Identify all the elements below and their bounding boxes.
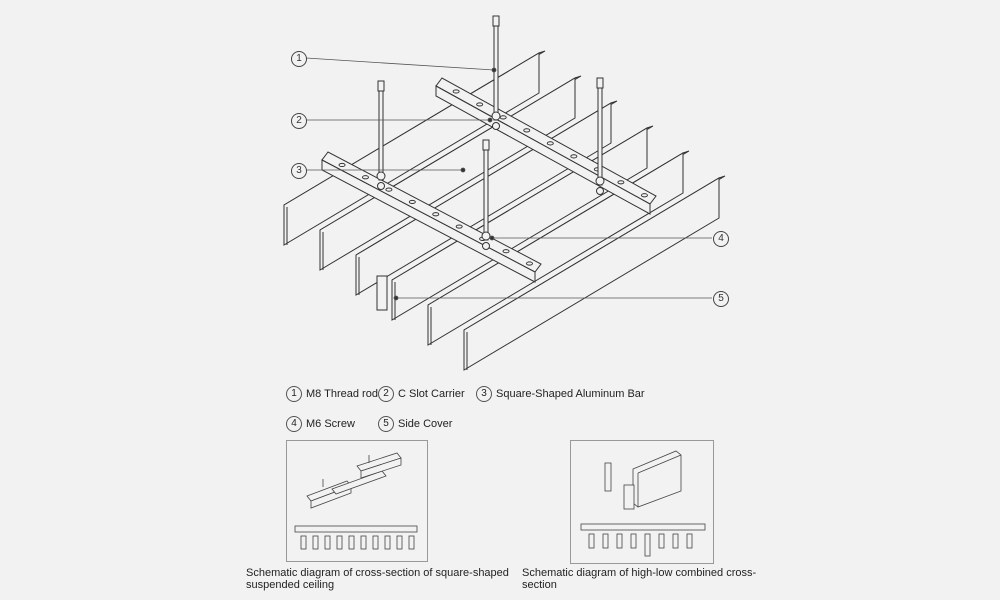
rod-nut-lower [482,242,490,250]
rod-nut-lower [492,122,500,130]
bar-face [427,152,684,346]
leader-dot [393,295,399,301]
rod-washer [481,231,491,241]
callout-4: 4 [713,231,729,247]
ceiling-post [658,533,665,549]
ceiling-post [312,535,319,550]
ceiling-post [644,533,651,557]
caption-line: suspended ceiling [246,579,335,591]
leader-line [305,57,495,71]
high-low-section-drawing [580,450,706,557]
callout-leaders [305,57,712,301]
carrier-slot [361,175,369,180]
callout-3: 3 [291,163,307,179]
ceiling-post [408,535,415,550]
ceiling-post [602,533,609,549]
legend-item-thread-rod: 1 M8 Thread rod [286,386,378,402]
ceiling-post [396,535,403,550]
legend-num: 2 [378,386,394,402]
leader-dot [489,235,495,241]
ceiling-post [348,535,355,550]
legend-num: 4 [286,416,302,432]
rod-nut-lower [377,182,385,190]
carrier-slot [640,193,648,198]
square-section-drawing [294,452,418,550]
legend-item-c-slot-carrier: 2 C Slot Carrier [378,386,465,402]
thread-rod [378,84,384,181]
ceiling-post [384,535,391,550]
caption-line: Schematic diagram of high-low combined c… [522,567,757,579]
legend-label: M6 Screw [306,418,355,430]
carrier-slot [570,154,578,159]
legend-item-side-cover: 5 Side Cover [378,416,452,432]
thread-rod [597,81,603,186]
legend-label: M8 Thread rod [306,388,378,400]
carrier-slot [432,212,440,217]
callout-2: 2 [291,113,307,129]
carrier-slot [408,199,416,205]
ceiling-post [588,533,595,549]
rod-nut-lower [596,187,604,195]
thread-rod [483,143,489,241]
square-section-caption: Schematic diagram of cross-section of sq… [246,567,509,591]
rod-washer [595,176,605,186]
legend-item-m6-screw: 4 M6 Screw [286,416,355,432]
rod-washer [376,171,386,181]
legend-label: C Slot Carrier [398,388,465,400]
ceiling-post [616,533,623,549]
ceiling-post [630,533,637,549]
ceiling-post [372,535,379,550]
carrier-slot [499,115,507,120]
legend-label: Side Cover [398,418,453,430]
carrier-slot [455,224,463,229]
ceiling-post [672,533,679,549]
callout-1: 1 [291,51,307,67]
square-section-panel [286,440,428,562]
carrier-face [321,159,536,283]
leader-dot [487,117,493,123]
high-low-section-panel [570,440,714,564]
carrier-slot [385,187,393,192]
ceiling-post [686,533,693,549]
ceiling-post [324,535,331,550]
rod-nut [377,80,385,92]
carrier-slot [502,249,510,254]
bar-face [463,177,720,371]
carrier-slot [338,162,346,168]
ceiling-post [300,535,307,550]
leader-dot [460,167,466,173]
carrier-slot [525,261,533,266]
rod-nut [492,15,500,27]
legend-num: 5 [378,416,394,432]
rod-nut [482,139,490,151]
legend-item-aluminum-bar: 3 Square-Shaped Aluminum Bar [476,386,645,402]
high-low-caption: Schematic diagram of high-low combined c… [522,567,756,591]
callout-5: 5 [713,291,729,307]
ceiling-post [336,535,343,550]
carrier-slot [546,141,554,146]
caption-line: Schematic diagram of cross-section of sq… [246,567,509,579]
carrier-slot [523,128,531,133]
carrier-slot [617,180,625,185]
legend-num: 3 [476,386,492,402]
ceiling-post [360,535,367,550]
rod-washer [491,111,501,121]
legend-num: 1 [286,386,302,402]
aluminum-bars [283,50,726,371]
rod-nut [596,77,604,89]
side-cover [376,275,388,311]
carrier-slot [452,89,460,94]
caption-line: section [522,579,557,591]
carrier-slot [476,102,484,107]
leader-dot [491,67,497,73]
legend-label: Square-Shaped Aluminum Bar [496,388,645,400]
